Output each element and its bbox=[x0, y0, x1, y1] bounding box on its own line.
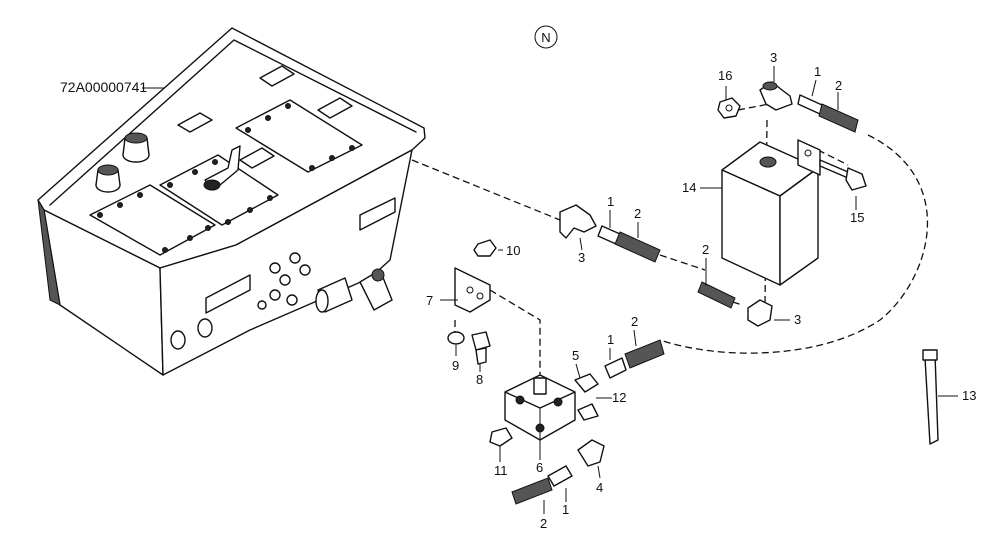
callout-16: 16 bbox=[718, 68, 732, 83]
callout-14: 14 bbox=[682, 180, 696, 195]
svg-text:N: N bbox=[541, 30, 550, 45]
callout-9: 9 bbox=[452, 358, 459, 373]
callout-12: 12 bbox=[612, 390, 626, 405]
callout-2: 2 bbox=[835, 78, 842, 93]
callout-10: 10 bbox=[506, 243, 520, 258]
hose-middle bbox=[597, 225, 661, 263]
north-marker: N bbox=[534, 25, 558, 49]
part-code-label: 72A00000741 bbox=[60, 79, 147, 95]
fitting-5 bbox=[574, 373, 599, 393]
callout-11: 11 bbox=[494, 463, 508, 478]
callout-5: 5 bbox=[572, 348, 579, 363]
washer-9 bbox=[447, 331, 465, 345]
callout-4: 4 bbox=[596, 480, 603, 495]
bolt-15 bbox=[819, 159, 867, 191]
callout-13: 13 bbox=[962, 388, 976, 403]
callout-2: 2 bbox=[631, 314, 638, 329]
callout-1: 1 bbox=[607, 194, 614, 209]
elbow-3-lower bbox=[747, 299, 773, 327]
callout-1: 1 bbox=[814, 64, 821, 79]
nut-16 bbox=[717, 97, 741, 119]
callout-2: 2 bbox=[540, 516, 547, 531]
callout-3: 3 bbox=[770, 50, 777, 65]
callout-2: 2 bbox=[702, 242, 709, 257]
hose-bottom bbox=[511, 465, 573, 505]
callout-7: 7 bbox=[426, 293, 433, 308]
callouts: 3 1 2 16 14 15 1 2 3 2 3 10 7 9 8 5 1 2 … bbox=[426, 50, 976, 531]
callout-8: 8 bbox=[476, 372, 483, 387]
callout-1: 1 bbox=[607, 332, 614, 347]
plug-12 bbox=[577, 403, 599, 421]
callout-3: 3 bbox=[794, 312, 801, 327]
bracket-7 bbox=[454, 267, 491, 313]
hose-center bbox=[604, 339, 665, 379]
valve-6 bbox=[504, 374, 576, 441]
elbow-3-top bbox=[759, 81, 793, 111]
elbow-4 bbox=[577, 439, 605, 467]
callout-2: 2 bbox=[634, 206, 641, 221]
hose-top bbox=[797, 94, 859, 133]
callout-15: 15 bbox=[850, 210, 864, 225]
hose-lower-right bbox=[697, 281, 736, 309]
callout-3: 3 bbox=[578, 250, 585, 265]
cable-tie-13 bbox=[922, 349, 939, 445]
elbow-3-left bbox=[559, 204, 597, 239]
nut-10 bbox=[473, 239, 497, 257]
callout-leaders bbox=[440, 66, 958, 514]
bolt-8 bbox=[471, 331, 491, 365]
plug-11 bbox=[489, 427, 513, 447]
hydraulic-tank bbox=[37, 27, 426, 376]
callout-1: 1 bbox=[562, 502, 569, 517]
reservoir-14 bbox=[721, 139, 821, 286]
callout-6: 6 bbox=[536, 460, 543, 475]
